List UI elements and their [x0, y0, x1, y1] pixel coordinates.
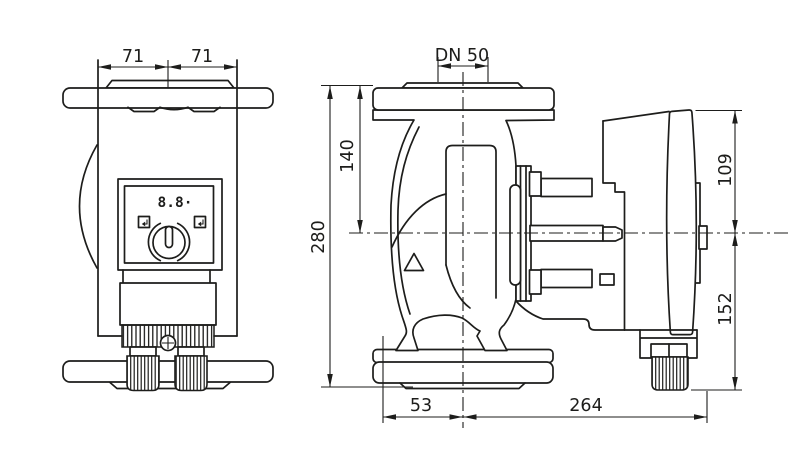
gland-ribbed-body — [651, 356, 689, 391]
arrowhead — [449, 414, 463, 420]
module-top-edge — [602, 110, 670, 122]
arrowhead — [732, 220, 738, 233]
arrowhead — [383, 414, 396, 420]
right-button-frame — [193, 215, 207, 229]
right-gland-neck — [177, 346, 205, 357]
dim-label-109: 109 — [716, 153, 736, 186]
arrowhead — [224, 64, 237, 70]
front-cable-gland-left — [126, 355, 160, 392]
control-knob-icon — [147, 222, 191, 262]
dim-label-152: 152 — [716, 292, 736, 325]
module-front-bezel — [665, 109, 698, 336]
front-volute-silhouette-arc — [78, 144, 98, 269]
dim-label-dn50: DN 50 — [435, 46, 489, 66]
dim-lines-height — [321, 84, 413, 388]
arrowhead — [694, 414, 707, 420]
module-center-boss — [698, 225, 708, 250]
dim-label-140: 140 — [338, 139, 358, 172]
arrowhead — [732, 110, 738, 124]
module-left-wall — [602, 120, 626, 331]
volute-inner-wall — [397, 126, 420, 315]
bottom-stud-nut — [599, 273, 615, 286]
center-stud-cap — [602, 226, 623, 242]
gland-ribbed-body — [174, 355, 208, 392]
bottom-stud-shank — [540, 268, 593, 289]
arrowhead — [98, 64, 111, 70]
top-stud-head — [528, 171, 542, 197]
side-view — [372, 82, 708, 391]
screw-cross — [162, 337, 174, 349]
bottom-stud-head — [528, 269, 542, 295]
lantern-seal-oval — [509, 184, 522, 286]
dim-label-53: 53 — [410, 396, 432, 416]
knob-slot — [164, 225, 174, 249]
dim-label-71-left: 71 — [122, 47, 144, 67]
front-terminal-box — [119, 282, 217, 326]
front-bottom-flange — [62, 360, 274, 383]
arrowhead — [357, 86, 363, 99]
dim-label-71-right: 71 — [191, 47, 213, 67]
dim-label-280: 280 — [309, 220, 329, 253]
arrowhead — [732, 233, 738, 246]
seven-segment-display: 8.8· — [158, 195, 193, 211]
dim-lines-bottom — [382, 336, 708, 423]
left-gland-neck — [129, 346, 157, 357]
front-view: 8.8· — [62, 59, 274, 392]
right-button-glyph-arrow — [197, 221, 202, 227]
flow-direction-triangle-icon — [403, 252, 425, 272]
arrowhead — [357, 220, 363, 233]
discharge-tube — [445, 144, 497, 299]
discharge-tube-merge — [445, 264, 471, 309]
front-top-flange — [62, 87, 274, 109]
arrowhead — [463, 414, 477, 420]
left-button-icon — [137, 215, 151, 229]
top-stud-shank — [540, 177, 593, 198]
side-cable-gland — [651, 356, 689, 391]
arrowhead — [155, 64, 168, 70]
arrowhead — [732, 377, 738, 390]
front-cable-gland-right — [174, 355, 208, 392]
front-body-sides — [97, 59, 238, 337]
side-foot-base-plate — [399, 382, 526, 390]
volute-spiral-line — [391, 193, 447, 248]
left-button-glyph-arrow — [141, 221, 146, 227]
arrowhead — [327, 86, 333, 99]
front-flange-underside-notches — [127, 106, 221, 113]
knob-outer-arcs — [147, 222, 191, 262]
screw-icon — [159, 334, 177, 352]
arrowhead — [327, 374, 333, 387]
front-bottom-port-plate — [109, 381, 231, 390]
arrowhead — [168, 64, 181, 70]
left-button-frame — [137, 215, 151, 229]
front-port-plate — [105, 79, 235, 89]
right-button-icon — [193, 215, 207, 229]
dim-label-264: 264 — [569, 396, 602, 416]
dim-lines-right — [691, 109, 742, 391]
front-panel-neck — [122, 269, 211, 284]
gland-ribbed-body — [126, 355, 160, 392]
dimensions: 71 71 DN 50 140 280 109 152 53 264 — [98, 46, 742, 423]
motor-underside — [515, 300, 626, 331]
